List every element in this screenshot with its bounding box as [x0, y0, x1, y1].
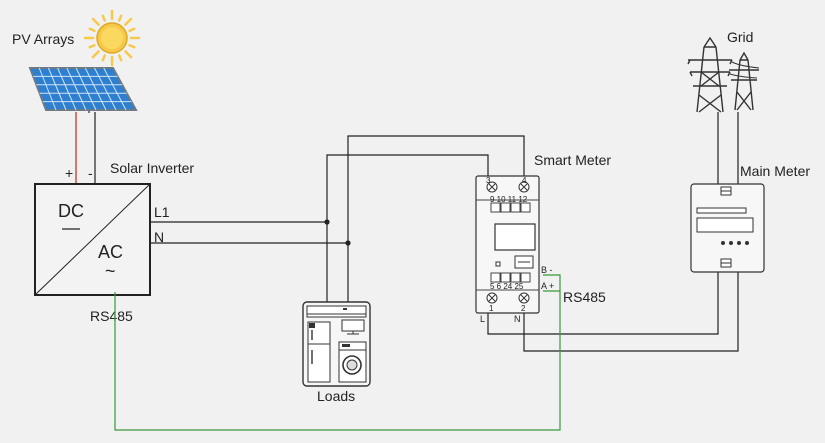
sun-ray	[124, 17, 133, 26]
rs485-line	[114, 274, 561, 431]
terminal-1-label: 1	[489, 304, 494, 313]
inverter-rs485-label: RS485	[90, 308, 133, 324]
loads-panel	[302, 301, 371, 387]
a-plus-label: A +	[541, 281, 554, 291]
b-minus-label: B -	[541, 265, 553, 275]
sun-ray	[91, 50, 100, 59]
sun-ray	[124, 50, 133, 59]
solar-panel-icon	[28, 67, 138, 113]
terminal-screw-icon	[518, 181, 530, 193]
panel-cell-line	[94, 67, 117, 111]
main-meter-display	[696, 217, 754, 233]
smart-meter-display	[494, 223, 536, 251]
loads-label: Loads	[317, 388, 355, 404]
panel-cell-line	[57, 67, 77, 111]
sun-ray	[118, 54, 123, 62]
tv-icon	[341, 319, 365, 335]
solar-inverter: DC AC ~	[34, 183, 151, 296]
solar-inverter-label: Solar Inverter	[110, 160, 194, 176]
panel-cell-line	[66, 67, 87, 111]
terminal-2-label: 2	[521, 304, 526, 313]
panel-cell-line	[47, 67, 67, 111]
panel-cell-line	[84, 67, 107, 111]
sun-ray	[128, 44, 136, 49]
junction-dot-n	[345, 240, 351, 246]
air-conditioner-icon	[306, 305, 367, 318]
ac-symbol: ~	[105, 261, 116, 281]
sun-ray	[88, 44, 96, 49]
sun-ray	[101, 14, 106, 22]
l1-label: L1	[154, 204, 170, 220]
ac-wiring	[150, 112, 739, 352]
smart-meter-rs485-label: RS485	[563, 289, 606, 305]
panel-cell-line	[103, 67, 127, 111]
top-terminal-numbers: 9 10 11 12	[490, 195, 528, 204]
smart-meter: 3 4 9 10 11 12 5 6 24 25	[475, 175, 540, 314]
grid-label: Grid	[727, 29, 753, 45]
sun-ray	[101, 54, 106, 62]
terminal-screw-icon	[486, 292, 498, 304]
main-meter	[690, 183, 765, 273]
ac-label: AC	[98, 242, 123, 262]
n-label: N	[154, 229, 164, 245]
dc-label: DC	[58, 201, 84, 221]
sun-ray	[91, 17, 100, 26]
junction-dot-l1	[324, 219, 330, 225]
dc-minus-label: -	[88, 165, 93, 181]
refrigerator-icon	[307, 321, 331, 383]
smart-meter-label: Smart Meter	[534, 152, 611, 168]
grid-tower-icon	[687, 36, 760, 113]
bottom-terminal-numbers: 5 6 24 25	[490, 282, 524, 291]
sun-ray	[128, 27, 136, 32]
terminal-screw-icon	[518, 292, 530, 304]
sun-ray	[88, 27, 96, 32]
terminal-3-label: 3	[486, 176, 491, 185]
pv-arrays-label: PV Arrays	[12, 31, 74, 47]
sun-ray	[118, 14, 123, 22]
main-meter-label: Main Meter	[740, 163, 810, 179]
smart-meter-n-label: N	[514, 314, 521, 324]
panel-cell-line	[75, 67, 97, 111]
dc-plus-label: +	[65, 165, 73, 181]
terminal-4-label: 4	[522, 176, 527, 185]
smart-meter-l-label: L	[480, 314, 485, 324]
terminal-screw-icon	[486, 181, 498, 193]
washing-machine-icon	[338, 341, 367, 383]
sun-icon	[83, 9, 141, 67]
panel-cell-line	[38, 67, 57, 111]
